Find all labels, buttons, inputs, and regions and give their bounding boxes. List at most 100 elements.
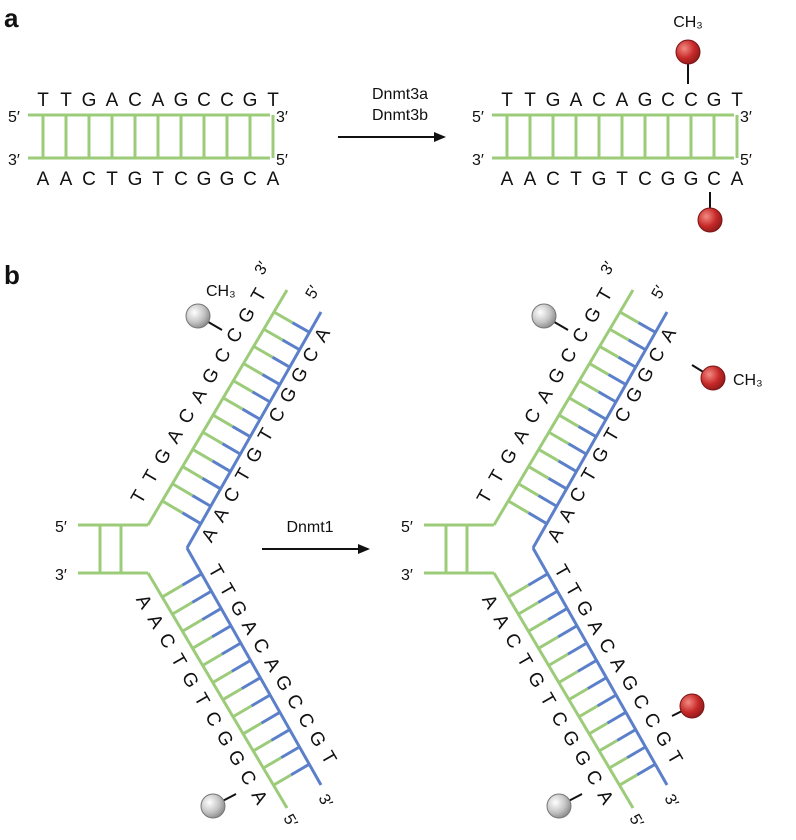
- upper-daughter-strand: [531, 311, 669, 549]
- lower-inner-base-label: G: [304, 728, 330, 751]
- lower-rung-green: [182, 618, 203, 633]
- lower-inner-base-label: C: [293, 709, 318, 731]
- lower-parental-strand: [531, 547, 669, 786]
- lower-inner-three-prime: 3′: [661, 792, 682, 811]
- lower-rung-green: [528, 618, 549, 633]
- upper-rung-blue: [577, 425, 598, 439]
- lower-rung-blue: [260, 711, 281, 725]
- methyl-label-parental: CH₃: [206, 283, 236, 300]
- upper-rung-blue: [271, 355, 292, 369]
- top-base-label: C: [684, 90, 698, 111]
- fork-three-prime-end: 3′: [401, 567, 413, 584]
- lower-rung-green: [598, 739, 619, 753]
- upper-rung-green: [172, 482, 194, 497]
- upper-inner-base-label: A: [656, 324, 681, 346]
- bottom-base-label: G: [220, 169, 235, 190]
- methyl-label-new: CH₃: [733, 372, 763, 389]
- upper-rung-blue: [241, 407, 262, 422]
- top-base-label: C: [592, 90, 606, 111]
- upper-outer-base-label: A: [163, 426, 188, 448]
- top-base-label: G: [243, 90, 258, 111]
- lower-rung-blue: [201, 607, 223, 621]
- upper-outer-three-prime: 3′: [598, 259, 619, 278]
- upper-rung-blue: [281, 338, 301, 352]
- upper-rung-green: [213, 414, 234, 428]
- top-base-label: A: [152, 90, 165, 111]
- upper-rung-blue: [231, 425, 252, 439]
- five-prime-end-bottom: 5′: [740, 152, 752, 169]
- bottom-base-label: A: [731, 169, 744, 190]
- lower-inner-base-label: A: [237, 617, 262, 639]
- bottom-base-label: T: [570, 169, 582, 190]
- parental-methyl-lower: [200, 793, 226, 819]
- upper-rung-green: [599, 345, 620, 359]
- lower-inner-base-label: C: [248, 635, 273, 657]
- lower-rung-green: [548, 652, 569, 667]
- top-base-label: G: [707, 90, 722, 111]
- lower-inner-base-label: T: [662, 748, 686, 769]
- bottom-base-label: G: [197, 169, 212, 190]
- lower-rung-blue: [280, 745, 301, 759]
- lower-rung-green: [202, 652, 223, 667]
- upper-inner-base-label: A: [544, 524, 569, 546]
- three-prime-end-top: 3′: [740, 109, 752, 126]
- upper-inner-base-label: C: [611, 404, 636, 426]
- lower-outer-base-label: C: [154, 630, 179, 652]
- lower-inner-three-prime: 3′: [315, 792, 336, 811]
- lower-outer-base-label: C: [546, 708, 571, 730]
- lower-rung-green: [608, 756, 628, 770]
- lower-rung-blue: [547, 607, 569, 621]
- top-base-label: T: [267, 90, 279, 111]
- upper-parental-strand: [492, 289, 635, 526]
- parental-methyl-lower: [546, 793, 572, 819]
- upper-inner-base-label: T: [600, 425, 624, 446]
- upper-rung-green: [528, 465, 550, 480]
- upper-outer-base-label: A: [187, 385, 212, 407]
- upper-outer-base-label: C: [569, 325, 594, 347]
- panel-b-hemimethylated-fork: 5′3′3′5′3′5′TTGACAGCCGTAACTGTCGGCATTGACA…: [55, 259, 340, 830]
- lower-outer-base-label: A: [131, 591, 156, 613]
- lower-rung-blue: [606, 711, 627, 725]
- bottom-base-label: A: [524, 169, 537, 190]
- upper-rung-green: [274, 311, 294, 324]
- top-base-label: C: [128, 90, 142, 111]
- bottom-base-label: C: [638, 169, 652, 190]
- methyl-group-bottom: [697, 207, 723, 233]
- lower-rung-blue: [636, 763, 656, 777]
- upper-rung-green: [264, 328, 284, 342]
- upper-rung-green: [223, 397, 244, 411]
- upper-rung-blue: [547, 476, 569, 491]
- upper-outer-base-label: A: [509, 426, 534, 448]
- lower-outer-five-prime: 5′: [280, 812, 301, 831]
- upper-inner-base-label: C: [566, 484, 591, 506]
- bottom-base-label: G: [128, 169, 143, 190]
- lower-rung-green: [588, 721, 609, 736]
- enzyme-label-dnmt3b: Dnmt3b: [372, 107, 428, 124]
- five-prime-end-bottom: 5′: [276, 152, 288, 169]
- upper-inner-base-label: C: [220, 484, 245, 506]
- lower-rung-blue: [290, 763, 310, 777]
- upper-rung-green: [579, 379, 600, 394]
- upper-rung-blue: [181, 511, 203, 526]
- bottom-base-label: C: [174, 169, 188, 190]
- bottom-base-label: G: [592, 169, 607, 190]
- bottom-base-label: A: [37, 169, 50, 190]
- panel-b-fully-methylated-fork: 5′3′3′5′3′5′TTGACAGCCGTAACTGTCGGCATTGACA…: [401, 259, 763, 830]
- lower-outer-base-label: C: [581, 767, 606, 789]
- upper-rung-blue: [617, 355, 638, 369]
- top-base-label: A: [106, 90, 119, 111]
- bottom-base-label: C: [707, 169, 721, 190]
- upper-outer-base-label: T: [473, 487, 497, 508]
- lower-rung-green: [172, 601, 194, 616]
- five-prime-end-top: 5′: [8, 109, 20, 126]
- upper-rung-green: [559, 414, 580, 428]
- upper-rung-green: [589, 362, 610, 376]
- lower-rung-blue: [211, 624, 232, 639]
- top-base-label: T: [60, 90, 72, 111]
- bottom-base-label: T: [152, 169, 164, 190]
- upper-rung-green: [610, 328, 630, 342]
- bottom-base-label: C: [82, 169, 96, 190]
- upper-inner-five-prime: 5′: [303, 283, 324, 302]
- top-base-label: C: [661, 90, 675, 111]
